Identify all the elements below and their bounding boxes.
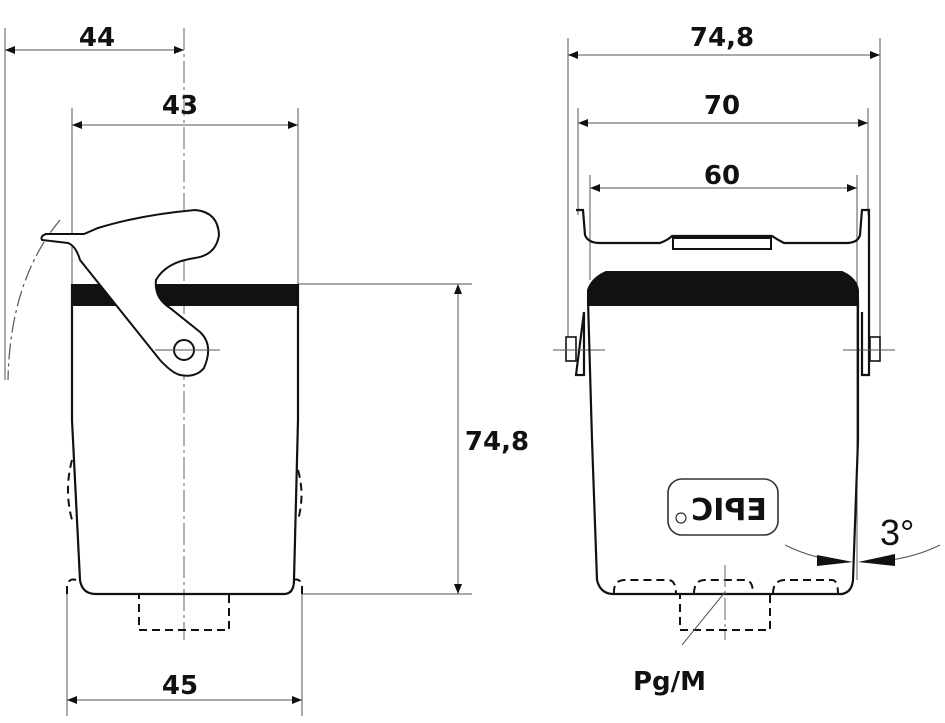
locking-clip: [574, 208, 871, 377]
draft-angle-label: 3°: [880, 512, 914, 553]
angle-arrow: [858, 554, 895, 566]
leader-line: [681, 591, 726, 646]
dimension-label-43: 43: [162, 91, 198, 121]
logo-plate: [667, 478, 779, 536]
dimension-label-height: 74,8: [465, 427, 529, 457]
pin-right: [869, 336, 881, 362]
side-view: 44 43 74,8 45: [4, 23, 529, 716]
seal-band: [587, 271, 859, 306]
epic-logo: EPIC: [691, 493, 767, 528]
front-view: 74,8 70 60 EPIC 3° Pg/M: [553, 23, 941, 697]
housing-body: [70, 284, 300, 596]
locking-lever: [40, 208, 221, 377]
hidden-outline: [67, 459, 73, 521]
hidden-outline: [66, 578, 77, 594]
clip-tab: [672, 237, 772, 250]
hidden-outline: [293, 578, 303, 594]
dimension-label-clip-width: 70: [704, 91, 740, 121]
housing-body: [586, 299, 860, 596]
dimension-label-overall-width: 74,8: [690, 23, 754, 53]
registered-mark-icon: [675, 512, 687, 524]
dimension-label-44: 44: [79, 23, 115, 53]
dimension-label-45: 45: [162, 671, 198, 701]
lever-swing-arc: [7, 219, 61, 381]
thread-label: Pg/M: [633, 667, 706, 697]
hidden-outline: [297, 469, 303, 521]
pin-left: [565, 336, 577, 362]
cable-gland-hidden: [138, 593, 230, 631]
angle-arrow: [817, 555, 853, 566]
dimension-label-inner-width: 60: [704, 161, 740, 191]
gland-entries-hidden: [612, 579, 839, 595]
